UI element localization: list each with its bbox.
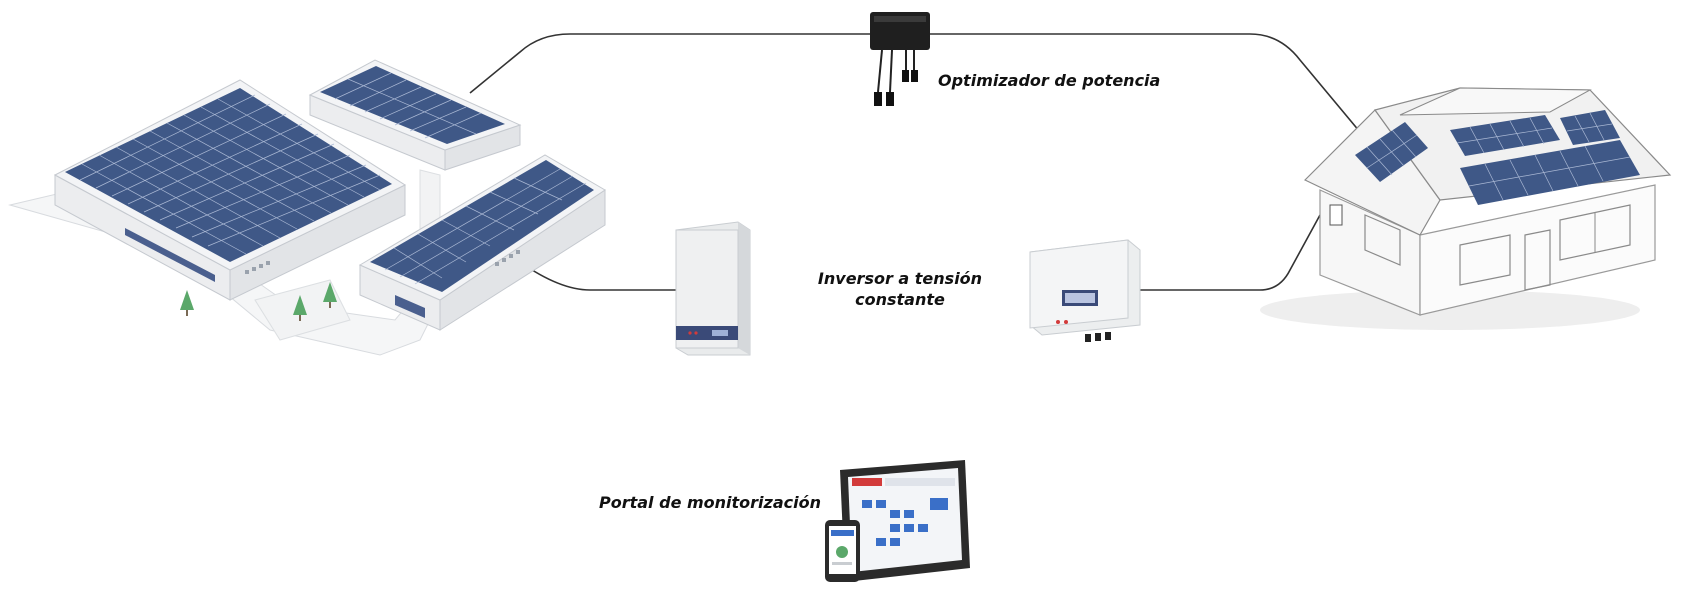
house-left-panel-grid — [1366, 129, 1418, 176]
main-roof-panel-grid — [79, 94, 381, 255]
house-side-wall — [1419, 184, 1656, 316]
display-inverter-icon — [1029, 239, 1141, 342]
main-building-window — [125, 228, 215, 282]
string-inverter-icon — [675, 221, 751, 356]
front-building-vents — [495, 250, 520, 266]
cable-building-to-inverter — [519, 261, 676, 291]
house-main-panels-b — [1460, 140, 1640, 205]
trees — [180, 282, 337, 321]
house-window-3 — [1559, 204, 1631, 261]
residential-solar-house-icon — [1260, 87, 1672, 330]
optimizer-label: Optimizador de potencia — [938, 71, 1161, 90]
inverter-label: Inversor a tensión constante — [817, 269, 983, 309]
power-optimizer-icon — [870, 12, 930, 106]
smartphone-monitoring-icon — [825, 520, 860, 582]
cable-building-to-optimizer — [469, 33, 870, 94]
house-window-2 — [1459, 234, 1511, 286]
house-door — [1524, 229, 1551, 291]
house-window-1 — [1364, 214, 1401, 266]
tablet-monitoring-icon — [840, 460, 970, 582]
house-roof-top — [1399, 87, 1592, 116]
cables — [469, 33, 1376, 291]
house-shadow — [1260, 290, 1640, 330]
commercial-solar-building-icon — [8, 59, 606, 356]
cable-optimizer-to-house — [930, 33, 1376, 151]
portal-label: Portal de monitorización — [599, 493, 821, 512]
front-building-window — [395, 295, 425, 318]
front-roof-panels — [370, 160, 594, 292]
main-roof-panels — [65, 88, 392, 262]
rear-roof-panels — [320, 66, 505, 144]
cable-inverter-to-house — [1140, 214, 1321, 291]
main-building-vents — [245, 261, 270, 274]
front-roof-panel-grid — [384, 168, 587, 285]
house-main-panel-grid — [1456, 112, 1631, 201]
rear-roof-panel-grid — [334, 72, 482, 139]
house-wall-inverter — [1329, 204, 1343, 226]
